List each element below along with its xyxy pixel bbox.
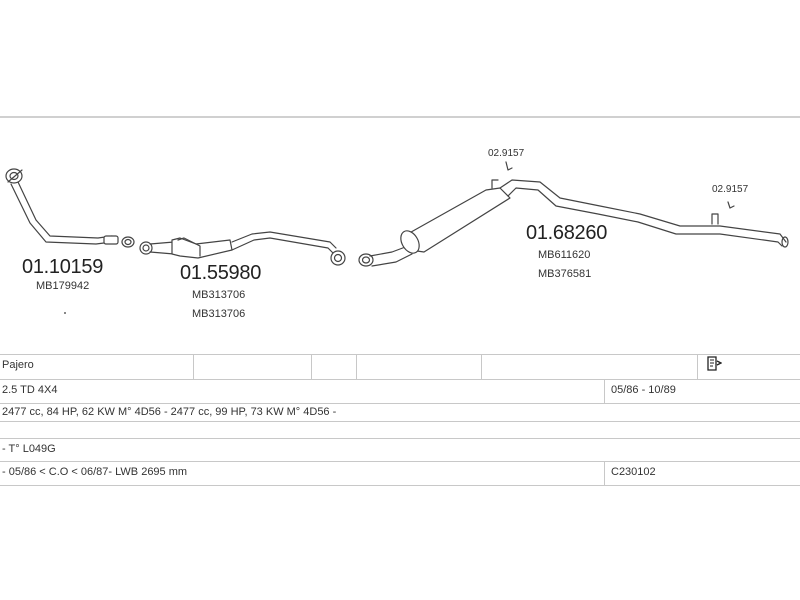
type-code: - T° L049G [2, 443, 56, 455]
col-line-1 [193, 354, 194, 379]
part-ref-center-pipe-2: MB313706 [192, 308, 246, 320]
document-icon[interactable] [706, 356, 722, 372]
front-pipe-drawing [5, 168, 135, 248]
row-line-3 [0, 421, 800, 422]
engine-specs: 2477 cc, 84 HP, 62 KW M° 4D56 - 2477 cc,… [2, 406, 337, 418]
rear-silencer-drawing [358, 161, 789, 267]
col-line-4 [481, 354, 482, 379]
row-line-5 [0, 461, 800, 462]
part-code-center-pipe: 01.55980 [180, 262, 262, 284]
fitment-notes: - 05/86 < C.O < 06/87- LWB 2695 mm [2, 466, 188, 478]
col-line-right-2 [604, 461, 605, 485]
part-code-front-pipe: 01.10159 [22, 256, 104, 278]
row-line-2 [0, 403, 800, 404]
dot-marker [64, 312, 66, 314]
col-line-2 [311, 354, 312, 379]
col-line-right [604, 379, 605, 403]
vehicle-model: Pajero [2, 359, 34, 371]
part-ref-rear-silencer-1: MB611620 [538, 249, 591, 261]
part-code-rear-silencer: 01.68260 [526, 222, 608, 244]
center-pipe-drawing [139, 231, 346, 266]
engine-variant: 2.5 TD 4X4 [2, 384, 58, 396]
col-line-5 [697, 354, 698, 379]
part-ref-center-pipe-1: MB313706 [192, 289, 246, 301]
clamp-label-2: 02.9157 [712, 184, 749, 195]
part-ref-rear-silencer-2: MB376581 [538, 268, 592, 280]
catalog-code: C230102 [611, 466, 656, 478]
row-line-6 [0, 485, 800, 486]
top-divider [0, 116, 800, 118]
exhaust-drawing [5, 161, 789, 267]
clamp-label-1: 02.9157 [488, 148, 525, 159]
part-ref-front-pipe: MB179942 [36, 280, 90, 292]
row-line-0 [0, 354, 800, 355]
row-line-4 [0, 438, 800, 439]
production-dates: 05/86 - 10/89 [611, 384, 676, 396]
exhaust-diagram: 01.10159 MB179942 01.55980 MB313706 MB31… [0, 118, 800, 354]
col-line-3 [356, 354, 357, 379]
row-line-1 [0, 379, 800, 380]
